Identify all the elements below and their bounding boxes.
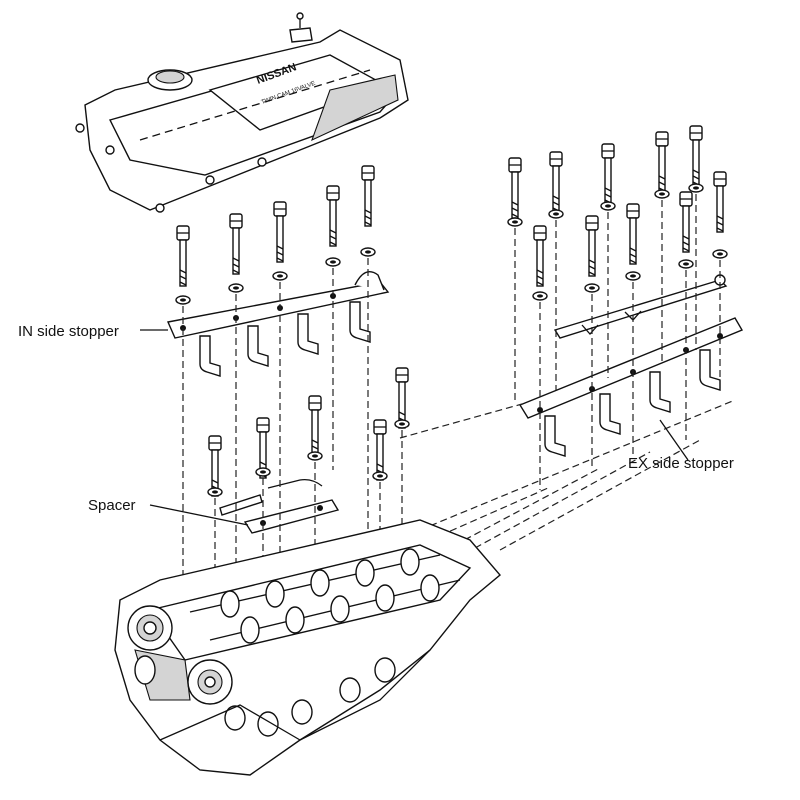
cylinder-head <box>114 519 501 776</box>
in-side-stopper-label: IN side stopper <box>18 323 119 340</box>
callouts: IN side stopper Spacer EX side stopper <box>18 323 734 526</box>
ex-side-stopper <box>518 317 744 457</box>
camshafts <box>189 548 461 644</box>
center-bolts <box>207 367 410 497</box>
ex-side-stopper-label: EX side stopper <box>628 455 734 472</box>
ex-upper-rail <box>553 274 728 339</box>
spacer-label: Spacer <box>88 497 136 514</box>
in-side-stopper <box>167 271 390 377</box>
valve-cover: NISSAN TWIN CAM 16VALVE <box>75 12 409 213</box>
ex-side-bolts <box>507 125 728 301</box>
spacer <box>219 478 340 534</box>
